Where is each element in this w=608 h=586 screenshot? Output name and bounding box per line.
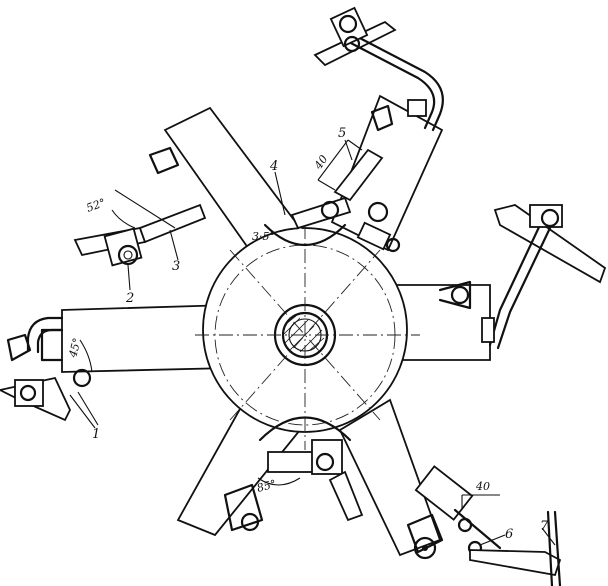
angle-arcs (79, 209, 301, 486)
clamp-item-5 (290, 148, 401, 253)
dimension-lower-right: 40 (475, 480, 490, 493)
callout-5: 5 (338, 126, 346, 141)
angle-labels: 52° 3·5° 45° 85° (66, 196, 278, 495)
dimension-upper-right: 40 (311, 153, 330, 173)
callout-6: 6 (505, 527, 513, 542)
callout-3: 3 (172, 259, 180, 274)
clamp-top (313, 6, 444, 132)
clamp-left (0, 316, 99, 426)
callout-labels: 1 2 3 4 5 6 7 (92, 126, 549, 542)
callout-2: 2 (125, 291, 134, 306)
callout-4: 4 (269, 159, 278, 174)
angle-left: 45° (66, 337, 84, 360)
callout-7: 7 (540, 519, 549, 534)
centerlines (195, 225, 420, 450)
arm-notches (40, 104, 472, 554)
leader-lines (69, 139, 556, 546)
dimension-guides (317, 139, 500, 508)
clamp-lower-right (413, 465, 562, 586)
callout-1: 1 (92, 427, 100, 442)
angle-bottom: 85° (255, 477, 277, 495)
angle-upper-left: 52° (85, 196, 108, 215)
upper-cutout (258, 223, 352, 442)
angle-center: 3·5° (252, 230, 275, 243)
clamp-right (450, 204, 607, 350)
clamp-upper-left (73, 189, 207, 267)
clamp-bottom (240, 439, 364, 532)
